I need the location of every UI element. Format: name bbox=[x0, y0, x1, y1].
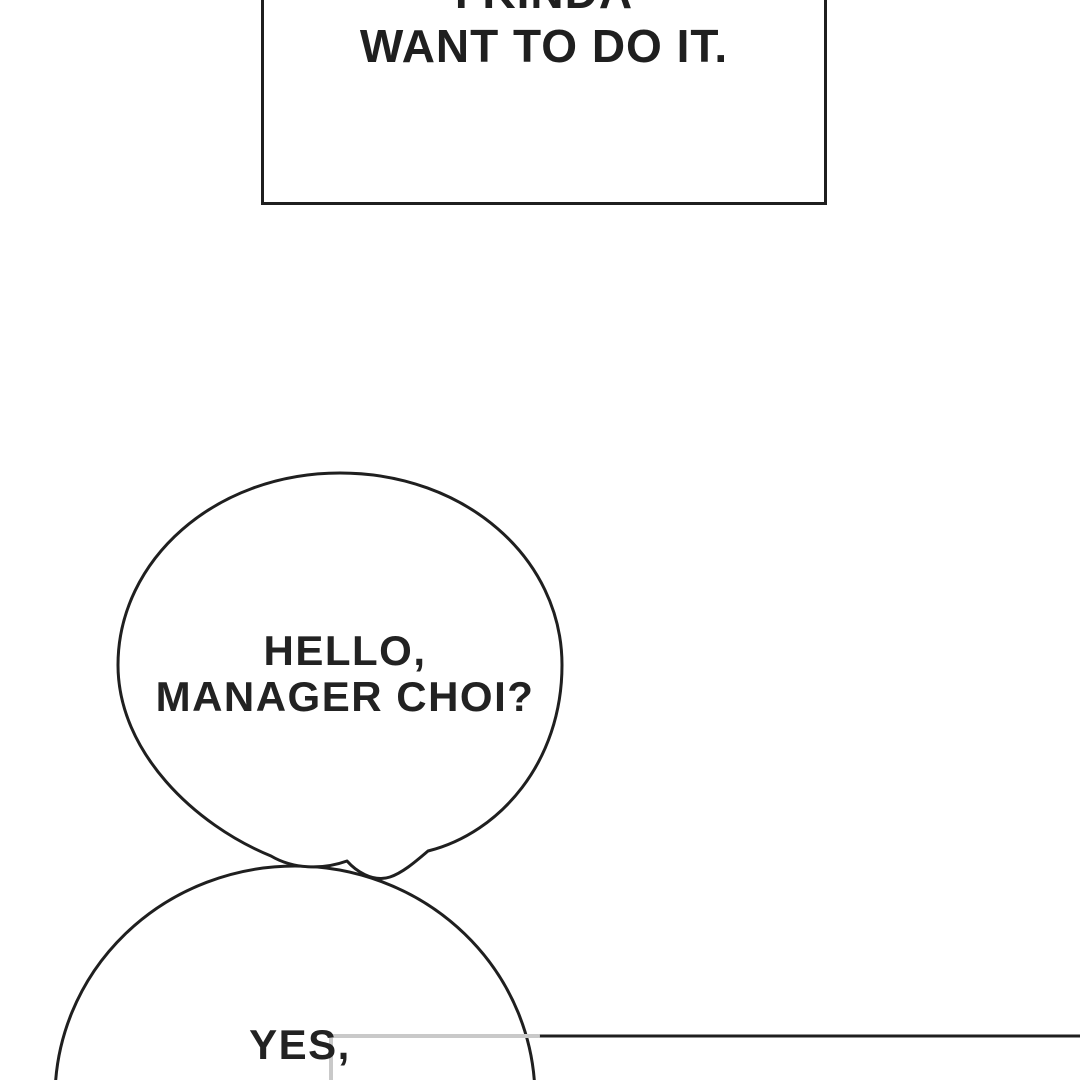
narration-box: I KINDA WANT TO DO IT. bbox=[261, 0, 827, 205]
narration-line-partial: I KINDA bbox=[264, 0, 824, 19]
speech-line: YES, bbox=[249, 1021, 351, 1068]
speech-line: HELLO, bbox=[263, 627, 427, 674]
speech-text-yes: YES, bbox=[150, 1022, 450, 1068]
speech-bubble-top bbox=[116, 471, 564, 880]
panel-border-gray bbox=[329, 1034, 540, 1080]
narration-text: I KINDA WANT TO DO IT. bbox=[264, 0, 824, 73]
speech-line: MANAGER CHOI? bbox=[155, 673, 535, 720]
narration-line: WANT TO DO IT. bbox=[359, 20, 729, 72]
speech-text-hello: HELLO, MANAGER CHOI? bbox=[125, 628, 565, 720]
